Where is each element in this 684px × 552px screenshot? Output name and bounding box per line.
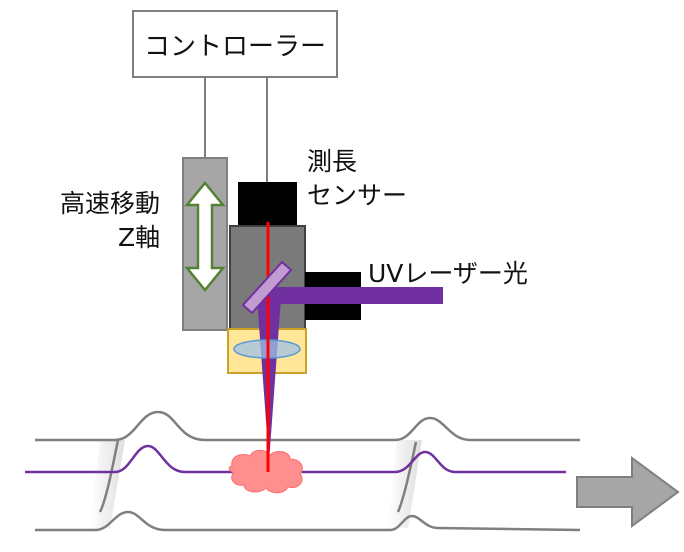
sensor-label-line2: センサー (307, 181, 408, 210)
z-axis-label-line2: Z軸 (118, 223, 161, 252)
film-top-edge (35, 410, 580, 442)
controller-box: コントローラー (132, 10, 338, 78)
film-fold-shading-right (388, 440, 422, 528)
dichroic-mirror (241, 260, 293, 315)
z-axis-label-line1: 高速移動 (60, 189, 161, 218)
sensor-label-line1: 測長 (307, 147, 358, 176)
feed-direction-arrow-icon (576, 456, 680, 528)
double-headed-vertical-arrow-icon (184, 181, 226, 292)
uv-laser-beam-horizontal (263, 287, 443, 304)
uv-laser-label: UVレーザー光 (368, 259, 528, 288)
film-sheet (25, 410, 581, 532)
film-bottom-edge (35, 510, 581, 532)
film-fold-left (98, 439, 120, 513)
film-fold-right (396, 441, 418, 513)
controller-label: コントローラー (143, 31, 326, 62)
length-sensor-top (238, 182, 297, 227)
processing-spot (228, 449, 303, 494)
